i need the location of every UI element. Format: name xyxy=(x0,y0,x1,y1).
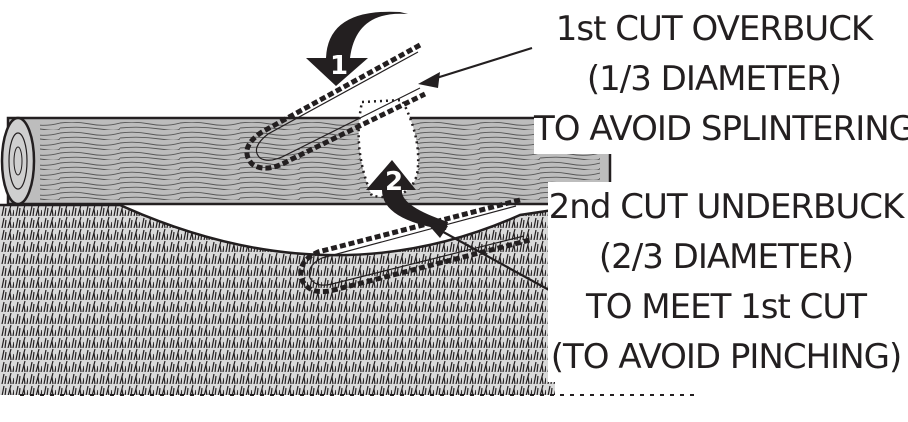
caption-line: (1/3 DIAMETER) xyxy=(586,59,842,99)
caption-line: 2nd CUT UNDERBUCK xyxy=(548,187,905,227)
chainsaw-bar-icon xyxy=(298,197,531,295)
log xyxy=(0,116,612,206)
caption-line: TO MEET 1st CUT xyxy=(585,287,867,327)
chainsaw-bar-icon xyxy=(244,42,427,171)
caption-line: 1st CUT OVERBUCK xyxy=(555,9,873,49)
pointer-arrow-icon xyxy=(426,222,561,297)
caption-line: TO AVOID SPLINTERING xyxy=(534,109,908,149)
curved-arrow-icon: 1 xyxy=(306,11,408,86)
first-cut-caption: 1st CUT OVERBUCK (1/3 DIAMETER) TO AVOID… xyxy=(534,4,908,154)
pointer-arrow-icon xyxy=(418,46,533,88)
ground xyxy=(0,198,700,396)
caption-line: (TO AVOID PINCHING) xyxy=(550,337,902,377)
step-1-number: 1 xyxy=(330,51,348,81)
second-cut-caption: 2nd CUT UNDERBUCK (2/3 DIAMETER) TO MEET… xyxy=(548,182,904,382)
step-2-number: 2 xyxy=(385,167,403,197)
caption-line: (2/3 DIAMETER) xyxy=(598,237,854,277)
curved-arrow-icon: 2 xyxy=(366,160,448,230)
